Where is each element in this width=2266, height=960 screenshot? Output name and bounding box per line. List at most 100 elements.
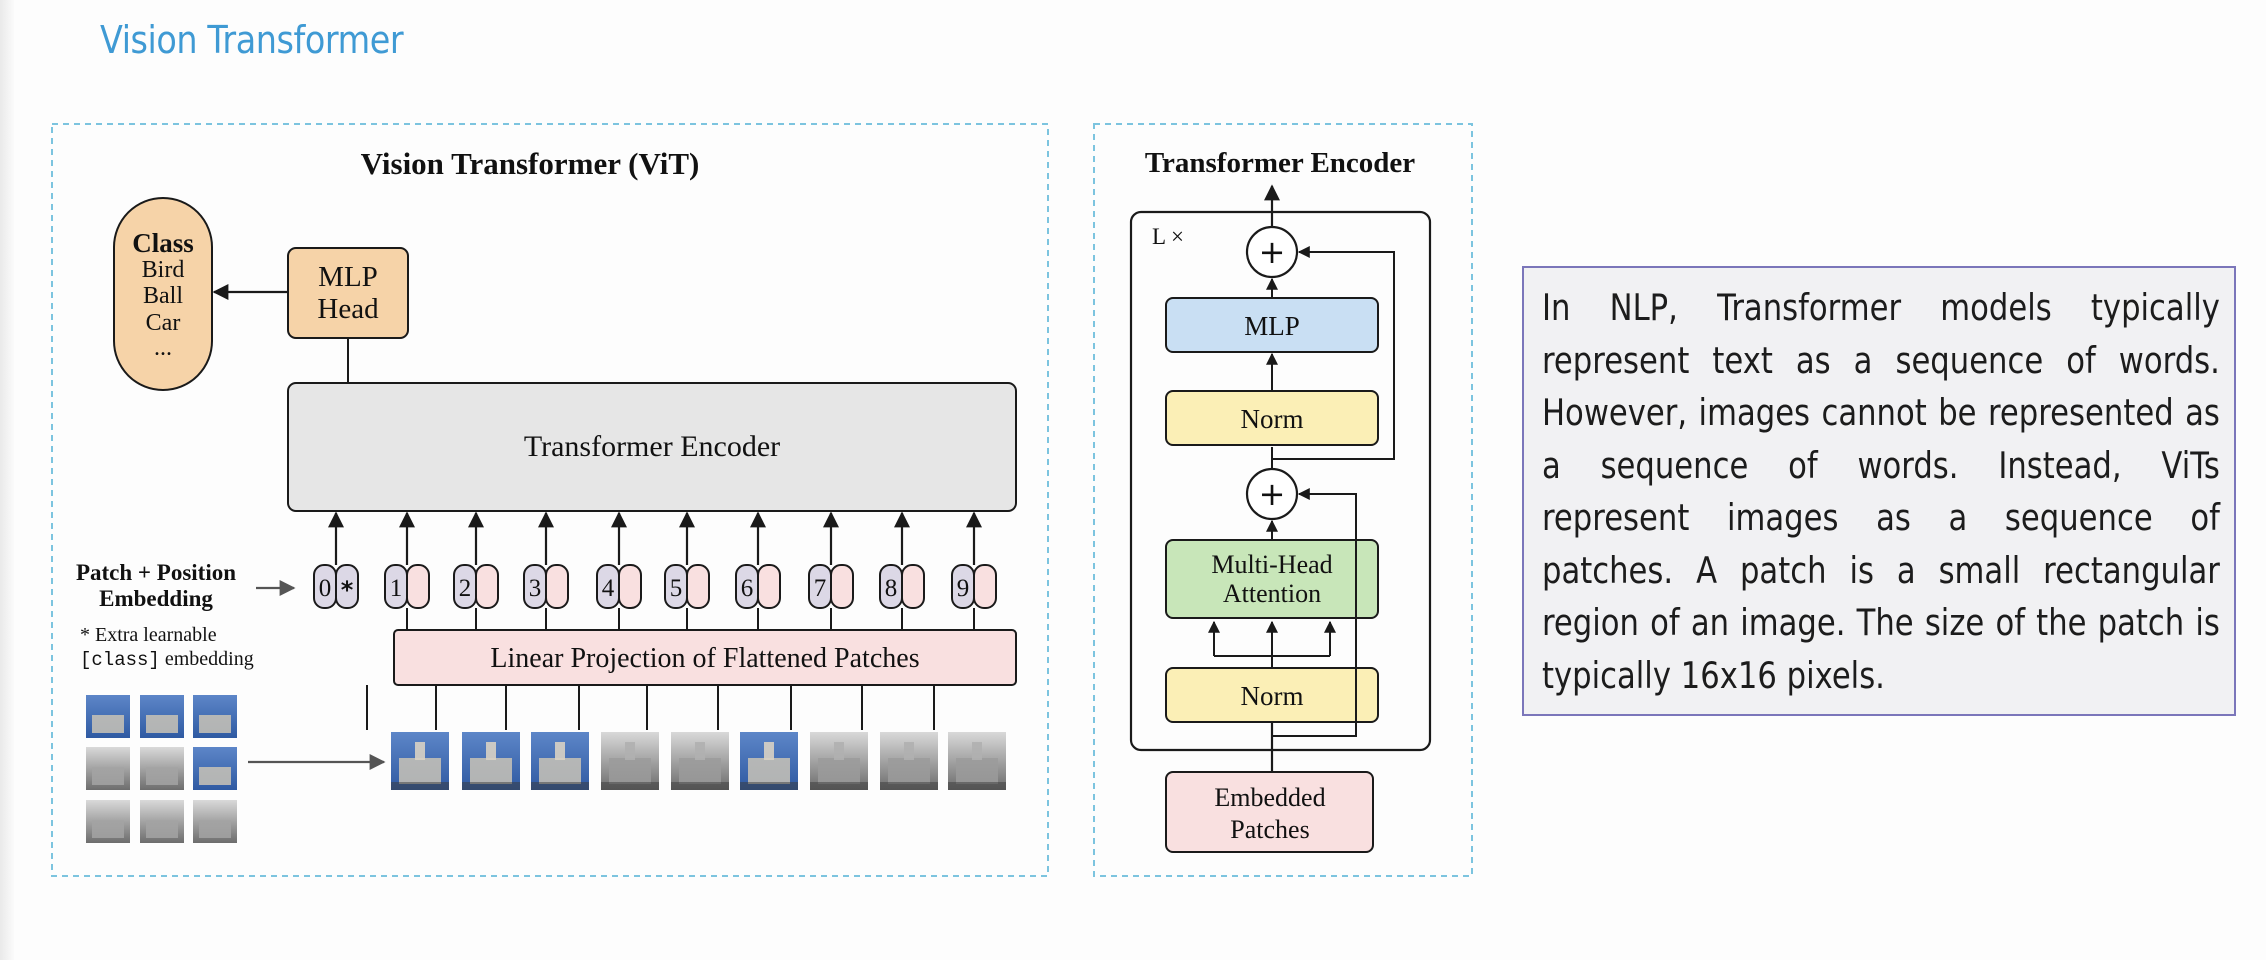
position-index-label: 2 xyxy=(459,575,472,602)
patch-thumbnail xyxy=(601,732,659,790)
grid-patch xyxy=(140,800,184,843)
slide-edge-shadow xyxy=(0,0,14,960)
patch-building xyxy=(956,758,998,784)
position-index-label: 0 xyxy=(319,575,332,602)
class-item-bird: Bird xyxy=(142,257,185,283)
class-heading: Class xyxy=(132,228,194,258)
patch-thumbnail xyxy=(462,732,520,790)
token-group-3: 3 xyxy=(505,511,569,730)
grid-patch-building xyxy=(146,715,178,733)
patch-ground xyxy=(671,782,729,790)
grid-patch-building xyxy=(92,767,124,785)
image-patch-grid xyxy=(86,695,237,843)
token-group-7: 7 xyxy=(790,511,854,730)
grid-patch-building xyxy=(92,715,124,733)
patch-building xyxy=(748,758,790,784)
patch-building xyxy=(818,758,860,784)
patch-ground xyxy=(948,782,1006,790)
patch-tower xyxy=(972,742,982,760)
patch-ground xyxy=(391,782,449,790)
extra-note-rest: embedding xyxy=(160,648,254,670)
patch-tower xyxy=(764,742,774,760)
embedding-label-line2: Embedding xyxy=(99,586,213,611)
transformer-encoder-box: Transformer Encoder xyxy=(287,382,1017,512)
add-circle-top xyxy=(1245,225,1299,279)
patch-tower xyxy=(904,742,914,760)
patch-tower xyxy=(834,742,844,760)
token-group-6: 6 xyxy=(717,511,781,730)
token-group-9: 9 xyxy=(933,511,997,730)
grid-patch-building xyxy=(199,767,231,785)
class-output-box: Class Bird Ball Car ... xyxy=(113,197,213,391)
encoder-attention-label-line1: Multi-Head xyxy=(1211,550,1332,579)
token-group-1: 1 xyxy=(366,511,430,730)
extra-note-code: [class] xyxy=(80,649,160,671)
residual-connection-bottom xyxy=(1272,488,1357,737)
grid-patch xyxy=(86,747,130,790)
grid-patch xyxy=(140,695,184,738)
patch-embedding-token xyxy=(475,564,499,609)
vit-panel-border xyxy=(51,123,1049,877)
grid-patch xyxy=(86,800,130,843)
patch-ground xyxy=(531,782,589,790)
patch-ground xyxy=(810,782,868,790)
encoder-panel: Transformer Encoder L × + MLP Norm + xyxy=(1093,123,1473,877)
patch-thumbnail xyxy=(740,732,798,790)
position-index-label: 5 xyxy=(670,575,683,602)
patch-tower xyxy=(695,742,705,760)
patch-tower xyxy=(486,742,496,760)
patch-tower xyxy=(555,742,565,760)
patch-embedding-token xyxy=(757,564,781,609)
flattened-patch-row xyxy=(391,732,1006,790)
encoder-norm-bottom-label: Norm xyxy=(1241,681,1304,711)
grid-patch xyxy=(193,800,237,843)
patch-ground xyxy=(880,782,938,790)
position-index-label: 3 xyxy=(529,575,542,602)
extra-note-line2: [class] embedding xyxy=(80,648,254,671)
vit-panel: Vision Transformer (ViT) Class Bird Ball… xyxy=(51,123,1049,877)
patch-thumbnail xyxy=(880,732,938,790)
patch-building xyxy=(539,758,581,784)
embedded-patches-box xyxy=(1165,771,1374,853)
vit-panel-title: Vision Transformer (ViT) xyxy=(361,146,700,181)
grid-patch xyxy=(193,695,237,738)
patch-thumbnail xyxy=(391,732,449,790)
grid-patch-building xyxy=(199,715,231,733)
position-index-label: 6 xyxy=(741,575,754,602)
encoder-attention-label-line2: Attention xyxy=(1223,579,1321,608)
patch-embedding-token xyxy=(901,564,925,609)
patch-building xyxy=(609,758,651,784)
patch-tower xyxy=(415,742,425,760)
token-group-0: 0* xyxy=(313,511,359,609)
embedded-patches-label-line2: Patches xyxy=(1230,815,1309,844)
token-group-8: 8 xyxy=(861,511,925,730)
encoder-label: Transformer Encoder xyxy=(524,430,780,463)
encoder-norm-top-label: Norm xyxy=(1241,404,1304,434)
class-pill xyxy=(113,197,213,391)
grid-patch xyxy=(86,695,130,738)
patch-building xyxy=(679,758,721,784)
patch-ground xyxy=(601,782,659,790)
embedding-label-line1: Patch + Position xyxy=(76,560,236,585)
patch-embedding-token xyxy=(830,564,854,609)
add-symbol-top: + xyxy=(1259,233,1286,271)
grid-patch xyxy=(193,747,237,790)
patch-ground xyxy=(740,782,798,790)
encoder-panel-border xyxy=(1093,123,1473,877)
encoder-mlp-label: MLP xyxy=(1244,311,1300,341)
mlp-head-box: MLP Head xyxy=(287,247,409,339)
patch-thumbnail xyxy=(948,732,1006,790)
patch-thumbnail xyxy=(810,732,868,790)
position-index-label: 8 xyxy=(885,575,898,602)
repeat-label: L × xyxy=(1152,224,1184,249)
grid-patch-building xyxy=(146,820,178,838)
class-item-ball: Ball xyxy=(143,283,183,309)
patch-embedding-token xyxy=(545,564,569,609)
mlp-head-label-line2: Head xyxy=(317,293,379,325)
class-item-car: Car xyxy=(146,310,181,336)
projection-label: Linear Projection of Flattened Patches xyxy=(490,643,919,674)
extra-note-line1: * Extra learnable xyxy=(80,624,217,646)
patch-embedding-token xyxy=(618,564,642,609)
